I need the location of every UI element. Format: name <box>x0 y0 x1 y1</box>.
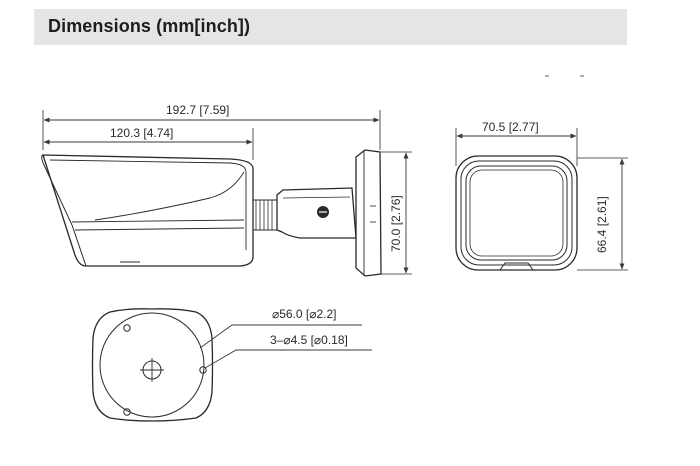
front-view <box>455 128 628 271</box>
screw-holes-label: 3–⌀4.5 [⌀0.18] <box>270 333 348 347</box>
front-view-dimensions <box>456 133 625 270</box>
side-view <box>41 110 412 277</box>
section-header: Dimensions (mm[inch]) <box>34 9 627 45</box>
housing-length-label: 120.3 [4.74] <box>110 126 173 140</box>
side-view-dimensions <box>43 117 409 274</box>
front-height-label: 66.4 [2.61] <box>595 196 609 253</box>
front-width-label: 70.5 [2.77] <box>482 120 539 134</box>
section-title: Dimensions (mm[inch]) <box>48 16 251 36</box>
overall-length-label: 192.7 [7.59] <box>166 103 229 117</box>
base-view-leaders <box>199 324 372 369</box>
base-diameter-label: ⌀56.0 [⌀2.2] <box>272 307 337 321</box>
base-view <box>91 308 214 422</box>
side-height-label: 70.0 [2.76] <box>389 195 403 252</box>
